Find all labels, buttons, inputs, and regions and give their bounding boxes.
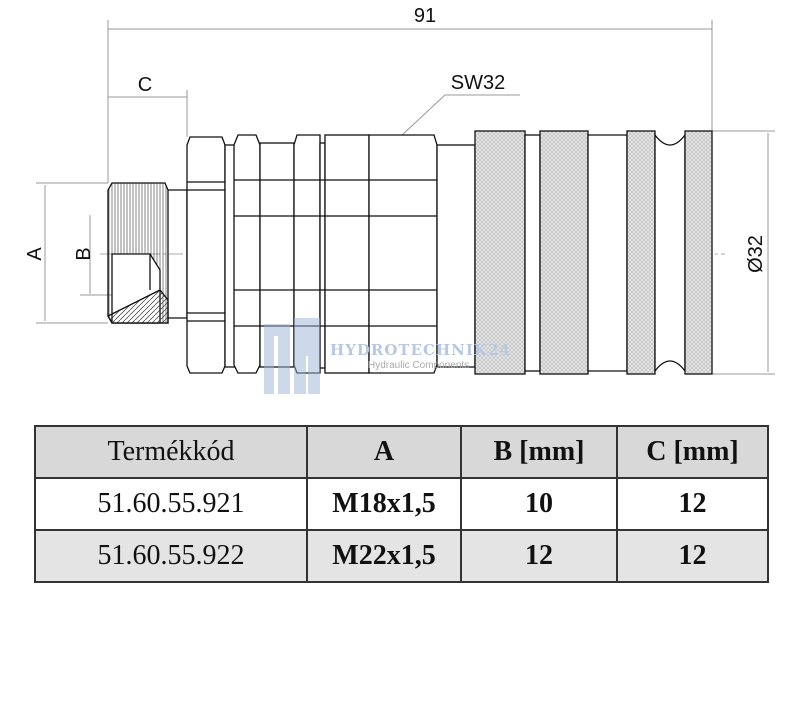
watermark-brand: HYDROTECHNIK24: [330, 341, 511, 359]
watermark-subtitle: Hydraulic Components: [368, 360, 470, 371]
cell-c: 12: [616, 477, 769, 531]
product-table: Termékkód A B [mm] C [mm] 51.60.55.921 M…: [34, 425, 769, 583]
table-row: 51.60.55.921 M18x1,5 10 12: [34, 477, 769, 531]
cell-c: 12: [616, 529, 769, 583]
dimension-sw-label: SW32: [451, 72, 505, 94]
cell-b: 12: [460, 529, 618, 583]
cell-a: M22x1,5: [306, 529, 462, 583]
watermark-logo-icon: [264, 318, 320, 394]
cell-b: 10: [460, 477, 618, 531]
dimension-a-label: A: [24, 247, 46, 261]
coupling-technical-drawing: 91 C SW32 A B Ø32: [24, 5, 775, 375]
cell-product-code: 51.60.55.921: [34, 477, 308, 531]
header-a: A: [306, 425, 462, 479]
coupling-body: [107, 130, 713, 375]
dimension-b-label: B: [73, 247, 95, 260]
dimension-total-length: 91: [414, 5, 436, 27]
table-row: 51.60.55.922 M22x1,5 12 12: [34, 529, 769, 583]
header-product-code: Termékkód: [34, 425, 308, 479]
cell-a: M18x1,5: [306, 477, 462, 531]
cell-product-code: 51.60.55.922: [34, 529, 308, 583]
dimension-c-label: C: [138, 74, 152, 96]
header-b: B [mm]: [460, 425, 618, 479]
dimension-diameter-label: Ø32: [745, 235, 767, 273]
table-header-row: Termékkód A B [mm] C [mm]: [34, 425, 769, 479]
header-c: C [mm]: [616, 425, 769, 479]
